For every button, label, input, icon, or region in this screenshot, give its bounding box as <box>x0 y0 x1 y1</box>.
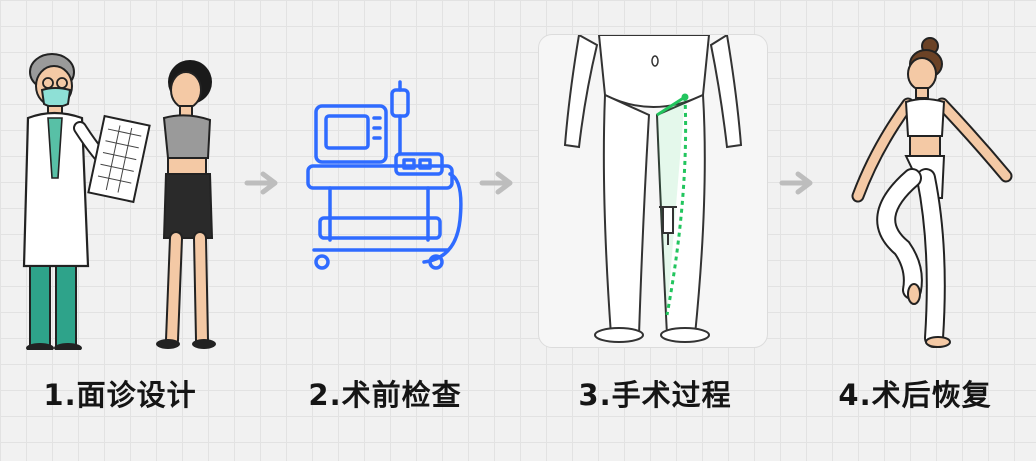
step-2-label: 2.术前检查 <box>308 378 462 412</box>
step-3-label: 3.手术过程 <box>578 378 732 412</box>
step-1-label: 1.面诊设计 <box>43 378 197 412</box>
step-3-illustration <box>538 34 768 348</box>
medical-equipment-icon <box>306 80 463 270</box>
arrow-right-icon <box>778 168 818 198</box>
step-4-illustration <box>846 28 1026 350</box>
syringe-icon <box>659 206 677 245</box>
doctor-figure <box>22 53 122 350</box>
step-4-label: 4.术后恢复 <box>838 378 992 412</box>
recovered-woman-illustration <box>851 37 1013 348</box>
patient-figure <box>156 60 216 349</box>
step-2-illustration <box>300 80 468 280</box>
leg-surgery-illustration <box>563 35 743 343</box>
step-1-illustration <box>8 28 230 350</box>
clipboard-icon <box>87 114 151 204</box>
arrow-right-icon <box>243 168 283 198</box>
doctor-consultation-illustration <box>22 53 216 350</box>
arrow-right-icon <box>478 168 518 198</box>
